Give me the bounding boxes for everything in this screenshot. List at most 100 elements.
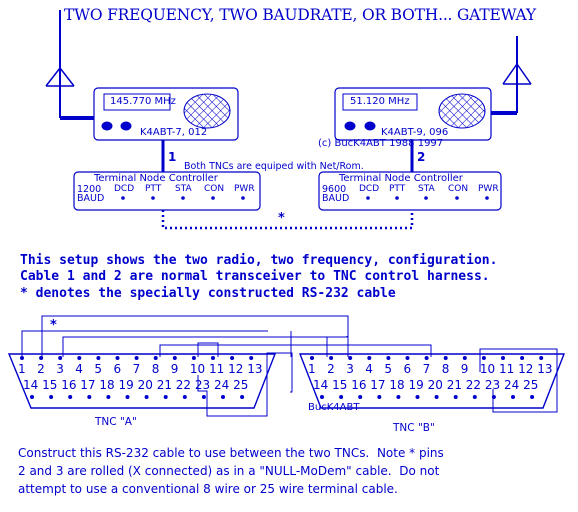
tnc-right-title: Terminal Node Controller [339,173,463,184]
pin-label-a-6: 6 [113,362,122,376]
pin-dot-b-25 [530,395,535,399]
pin-dot-b-21 [453,395,458,399]
pin-dot-a-3 [58,356,63,360]
description-line-2: Cable 1 and 2 are normal transceiver to … [20,269,490,284]
tnc-left-led-con: CON [204,184,225,194]
pin-dot-a-25 [240,395,245,399]
db25-connector-b [298,353,566,409]
pin-label-a-23: 23 [194,378,211,392]
connector-maker-label: BucK4ABT [308,402,360,413]
pin-label-b-7: 7 [422,362,431,376]
knob-left-1 [101,121,113,131]
pin-label-a-21: 21 [156,378,172,392]
pin-label-a-16: 16 [61,378,77,392]
pin-dot-b-6 [405,356,410,360]
pin-label-b-21: 21 [446,378,462,392]
pin-dot-a-18 [106,395,111,399]
callsign-right: K4ABT-9, 096 [381,127,449,138]
pin-dot-a-20 [144,395,149,399]
pin-dot-a-6 [115,356,120,360]
pin-dot-b-1 [310,356,314,360]
knob-right-1 [344,121,356,131]
pin-dot-b-2 [329,356,334,360]
radio-left [93,87,239,141]
tnc-right-led-pwr: PWR [478,184,499,194]
pin-dot-b-15 [339,395,344,399]
instructions-line-3: attempt to use a conventional 8 wire or … [18,482,398,496]
pin-dot-b-10 [481,356,486,360]
pin-dot-b-9 [462,356,467,360]
tnc-b-label: TNC "B" [393,422,435,434]
cable-2-label: 2 [417,150,426,164]
pin-label-b-25: 25 [523,378,539,392]
pin-dot-a-21 [163,395,168,399]
diagram-title: TWO FREQUENCY, TWO BAUDRATE, OR BOTH... … [64,6,536,24]
pin-label-b-15: 15 [332,378,348,392]
pin-label-b-22: 22 [465,378,482,392]
tnc-right-led-ptt: PTT [389,184,406,194]
speaker-grille-right [438,93,486,129]
pin-label-a-1: 1 [18,362,26,376]
tnc-left-led-pwr: PWR [234,184,255,194]
tnc-right-baud-unit: BAUD [322,193,350,204]
pin-label-b-24: 24 [504,378,520,392]
pin-label-b-1: 1 [308,362,316,376]
pin-dot-a-5 [96,356,101,360]
pin-label-a-22: 22 [175,378,192,392]
pin-dot-b-7 [424,356,429,360]
rs232-wiring-lower [197,348,558,417]
pin-dot-b-20 [434,395,439,399]
pin-dot-b-22 [472,395,477,399]
pin-dot-a-24 [221,395,225,399]
pin-dot-a-8 [153,356,158,360]
knob-left-2 [120,121,132,131]
pin-label-a-10: 10 [189,362,206,376]
pin-label-a-15: 15 [42,378,58,392]
pin-label-a-17: 17 [80,378,96,392]
pin-label-b-16: 16 [351,378,367,392]
db25-connector-a [7,353,277,409]
pin-label-a-12: 12 [228,362,244,376]
tnc-left-title: Terminal Node Controller [94,173,218,184]
tnc-right-baud: 9600 [322,184,347,195]
pin-label-a-3: 3 [56,362,64,376]
pin-dot-b-3 [348,356,353,360]
frequency-display-right [342,93,418,111]
pin-dot-a-19 [125,395,130,399]
radio-right [334,87,492,141]
pin-label-b-23: 23 [484,378,501,392]
rs232-wiring-upper [21,315,432,357]
tnc-right-led-sta: STA [418,184,435,194]
pin-dot-b-17 [377,395,382,399]
pin-label-b-17: 17 [370,378,386,392]
pin-label-b-19: 19 [408,378,424,392]
tnc-left-led-sta: STA [175,184,192,194]
rs232-dotted-link [161,210,414,230]
pin-label-b-10: 10 [479,362,496,376]
pin-label-a-8: 8 [151,362,160,376]
pin-label-b-18: 18 [389,378,405,392]
tnc-left-baud-unit: BAUD [77,193,105,204]
antenna-left [45,10,94,120]
pin-dot-a-13 [249,356,254,360]
pin-label-a-19: 19 [118,378,134,392]
pin-dot-b-13 [539,356,544,360]
tnc-left-baud: 1200 [77,184,102,195]
rs232-marker-wiring: * [50,318,57,333]
pin-label-b-13: 13 [537,362,553,376]
pin-label-a-2: 2 [37,362,45,376]
pin-dot-b-24 [511,395,515,399]
tnc-right-led-con: CON [448,184,469,194]
pin-label-a-14: 14 [23,378,39,392]
pin-label-b-20: 20 [427,378,443,392]
description-line-1: This setup shows the two radio, two freq… [20,253,498,268]
pin-label-b-6: 6 [403,362,412,376]
pin-dot-b-16 [358,395,363,399]
antenna-right [491,36,532,115]
pin-dot-a-14 [30,395,34,399]
pin-dot-a-4 [77,356,82,360]
tnc-left-led-ptt: PTT [145,184,162,194]
pin-dot-a-23 [201,395,206,399]
pin-label-a-5: 5 [94,362,103,376]
